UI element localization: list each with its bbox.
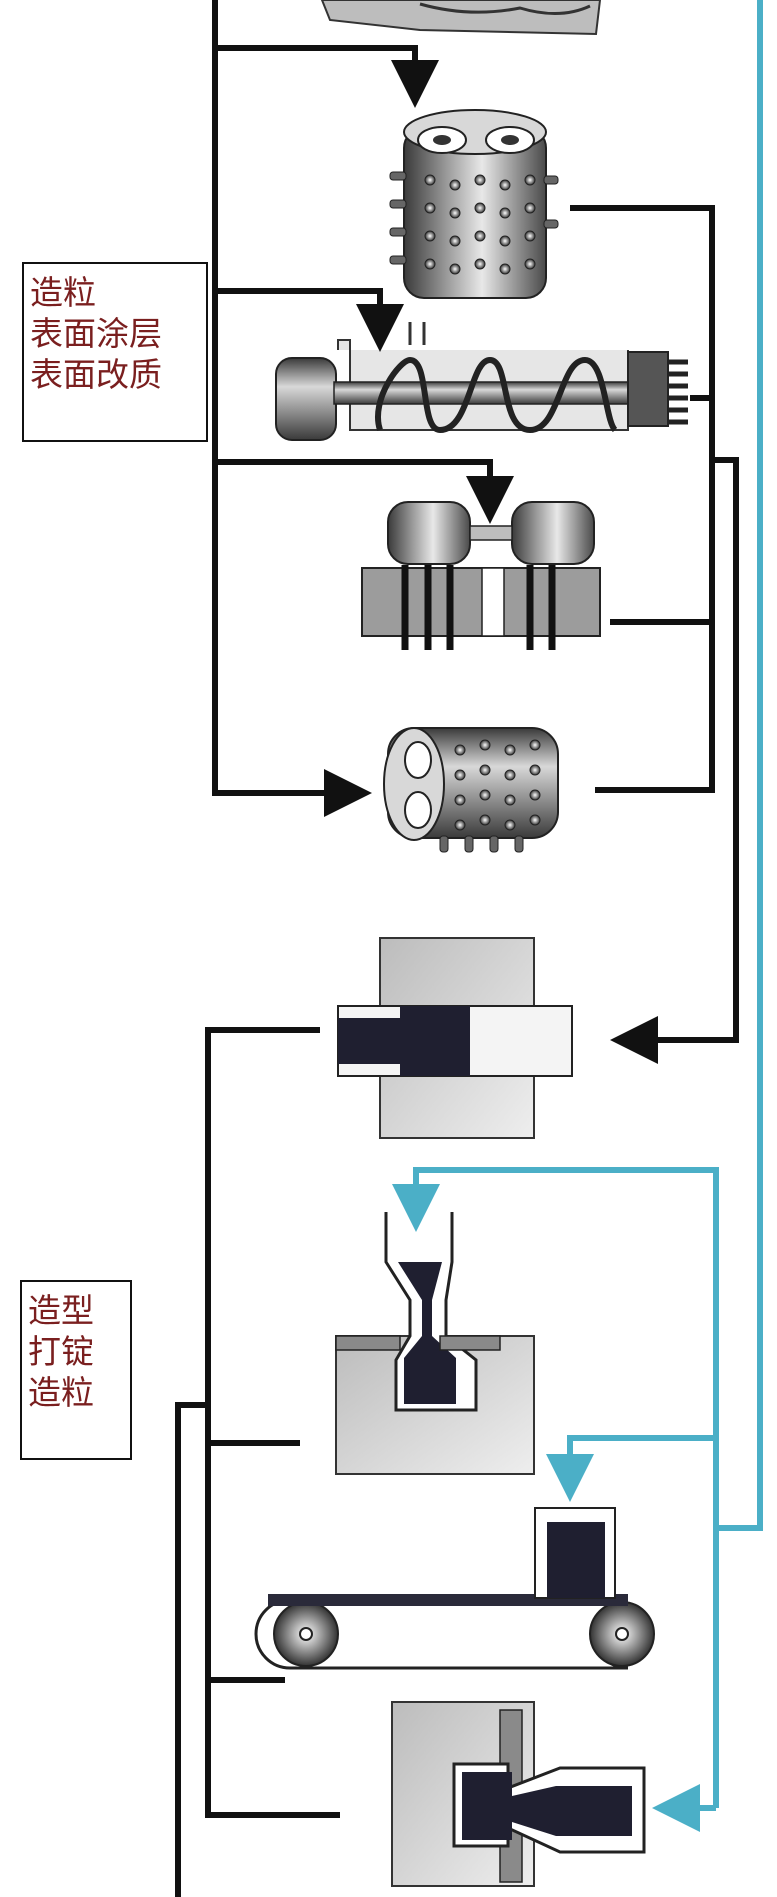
feed-hopper-icon	[320, 0, 602, 36]
black-flow-lines	[175, 0, 739, 1897]
label-line: 造粒	[30, 273, 96, 312]
label-line: 打锭	[28, 1332, 94, 1371]
screw-extruder-icon	[275, 322, 688, 441]
vertical-mold-press-icon	[335, 1212, 535, 1475]
label-line: 表面改质	[30, 355, 162, 394]
ram-extrusion-die-icon	[337, 937, 573, 1139]
belt-caster-icon	[254, 1507, 655, 1670]
forming-tableting-label-box: 造型 打锭 造粒	[20, 1280, 132, 1460]
granulation-coating-label-box: 造粒 表面涂层 表面改质	[22, 262, 208, 442]
twin-roll-press-icon	[361, 501, 601, 650]
label-line: 表面涂层	[30, 314, 162, 353]
label-line: 造粒	[28, 1373, 94, 1412]
horizontal-mold-press-icon	[391, 1701, 646, 1887]
pin-roller-pair-icon	[389, 109, 559, 299]
label-line: 造型	[28, 1291, 94, 1330]
rotary-drum-granulator-icon	[383, 727, 559, 853]
cyan-flow-lines	[392, 0, 763, 1832]
